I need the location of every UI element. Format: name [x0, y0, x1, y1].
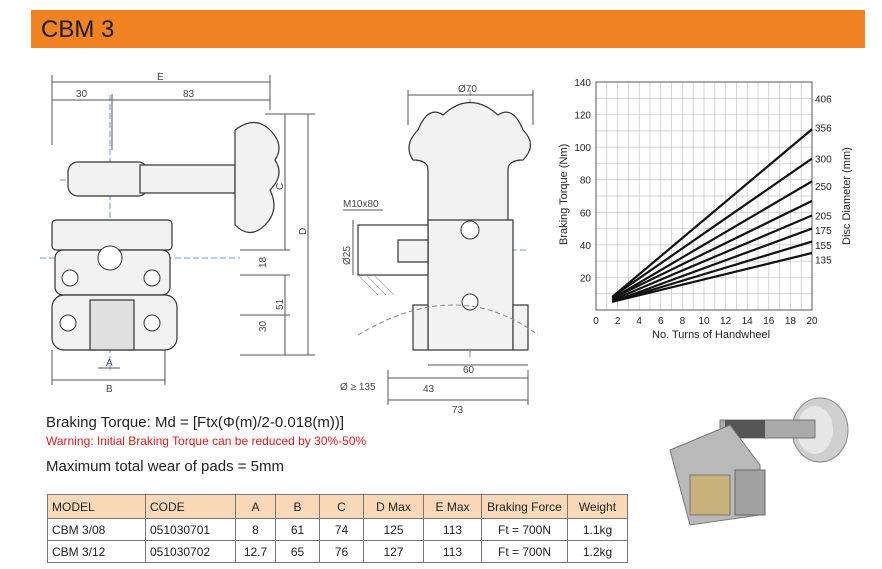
table-header-row: MODEL CODE A B C D Max E Max Braking For…	[47, 494, 628, 519]
dim-43: 43	[423, 384, 435, 395]
cell-dmax: 125	[363, 518, 424, 541]
y-tick-label: 60	[580, 208, 592, 219]
wear-text: Maximum total wear of pads = 5mm	[46, 458, 285, 475]
x-tick-label: 8	[680, 316, 686, 327]
chart-right-labels: 406 356 300 250 205 175 155 135	[815, 94, 832, 266]
col-b: B	[275, 494, 320, 519]
y-tick-label: 140	[574, 78, 591, 89]
chart-ticks: 0 2 4 6 8 10 12 14 16 18 20 20 40 60 80 100 120 140	[574, 78, 818, 327]
cell-force: Ft = 700N	[481, 518, 568, 541]
cell-a: 8	[235, 518, 276, 541]
torque-chart: 0 2 4 6 8 10 12 14 16 18 20 20 40 60 80 100 120 140 406 35…	[558, 78, 852, 341]
cell-c: 74	[319, 518, 364, 541]
disc-diameter-label: 155	[815, 241, 832, 252]
formula-text: Braking Torque: Md = [Ftx(Φ(m)/2-0.018(m…	[46, 414, 345, 431]
y-tick-label: 80	[580, 176, 592, 187]
disc-diameter-label: 175	[815, 226, 832, 237]
cell-model: CBM 3/08	[47, 518, 146, 541]
x-tick-label: 14	[742, 316, 754, 327]
spec-table: MODEL CODE A B C D Max E Max Braking For…	[47, 494, 628, 563]
cell-weight: 1.2kg	[567, 540, 628, 563]
dim-51: 51	[275, 298, 286, 310]
col-c: C	[319, 494, 364, 519]
cell-emax: 113	[423, 518, 482, 541]
disc-diameter-label: 205	[815, 212, 832, 223]
y-tick-label: 20	[580, 273, 592, 284]
dim-m10: M10x80	[343, 199, 379, 210]
dim-18: 18	[258, 256, 269, 268]
dim-a: A	[106, 358, 113, 369]
dim-d: D	[298, 228, 309, 235]
dim-d25: Ø25	[342, 246, 353, 265]
side-view-drawing: Ø70 M10x80 Ø25 60 43 73 Ø ≥ 135	[340, 84, 538, 415]
col-code: CODE	[145, 494, 236, 519]
x-tick-label: 16	[763, 316, 775, 327]
disc-diameter-label: 135	[815, 256, 832, 267]
x-tick-label: 4	[636, 316, 642, 327]
disc-diameter-label: 300	[815, 155, 832, 166]
cell-c: 76	[319, 540, 364, 563]
series-line-250	[611, 199, 813, 300]
warning-text: Warning: Initial Braking Torque can be r…	[46, 434, 367, 448]
cell-code: 051030702	[145, 540, 236, 563]
cell-dmax: 127	[363, 540, 424, 563]
x-tick-label: 0	[593, 316, 599, 327]
dim-c: C	[275, 183, 286, 190]
x-tick-label: 20	[806, 316, 818, 327]
col-a: A	[235, 494, 276, 519]
chart-lines	[611, 128, 813, 303]
cell-b: 61	[275, 518, 320, 541]
cell-model: CBM 3/12	[47, 540, 146, 563]
product-photo	[669, 397, 849, 526]
dim-30-side: 30	[258, 320, 269, 332]
dim-73: 73	[452, 405, 464, 415]
y-tick-label: 40	[580, 241, 592, 252]
page-title: CBM 3	[41, 16, 115, 43]
chart-y2label: Disc Diameter (mm)	[841, 147, 852, 245]
x-tick-label: 2	[615, 316, 621, 327]
disc-diameter-label: 356	[815, 124, 832, 135]
dim-d70: Ø70	[458, 84, 477, 95]
series-line-356	[611, 157, 813, 298]
series-line-300	[611, 180, 813, 300]
y-tick-label: 120	[574, 111, 591, 122]
dim-b: B	[106, 384, 113, 395]
col-emax: E Max	[423, 494, 482, 519]
cell-b: 65	[275, 540, 320, 563]
y-tick-label: 100	[574, 143, 591, 154]
chart-grid	[595, 81, 813, 311]
chart-xlabel: No. Turns of Handwheel	[652, 329, 770, 341]
x-tick-label: 18	[785, 316, 797, 327]
chart-ylabel: Braking Torque (Nm)	[558, 144, 570, 245]
series-line-135	[611, 251, 813, 303]
table-row: CBM 3/12 051030702 12.7 65 76 127 113 Ft…	[47, 540, 628, 563]
dim-disc: Ø ≥ 135	[340, 382, 376, 393]
series-line-205	[611, 214, 813, 302]
table-row: CBM 3/08 051030701 8 61 74 125 113 Ft = …	[47, 518, 628, 541]
series-line-175	[611, 227, 813, 303]
col-dmax: D Max	[363, 494, 424, 519]
plot-frame	[595, 81, 813, 311]
col-model: MODEL	[47, 494, 146, 519]
dim-30-top: 30	[76, 89, 88, 100]
front-view-drawing: E 30 83 C D 18 51 30 A B	[40, 72, 315, 395]
dim-60: 60	[463, 365, 475, 376]
col-weight: Weight	[567, 494, 628, 519]
cell-code: 051030701	[145, 518, 236, 541]
x-tick-label: 6	[658, 316, 664, 327]
x-tick-label: 10	[698, 316, 710, 327]
dim-83: 83	[183, 89, 195, 100]
series-line-155	[611, 240, 813, 303]
cell-weight: 1.1kg	[567, 518, 628, 541]
disc-diameter-label: 406	[815, 94, 832, 105]
cell-emax: 113	[423, 540, 482, 563]
disc-diameter-label: 250	[815, 182, 832, 193]
series-line-406	[611, 128, 813, 298]
cell-a: 12.7	[235, 540, 276, 563]
col-force: Braking Force	[481, 494, 568, 519]
dim-e: E	[157, 72, 164, 83]
x-tick-label: 12	[720, 316, 732, 327]
cell-force: Ft = 700N	[481, 540, 568, 563]
title-bar: CBM 3	[31, 10, 865, 48]
